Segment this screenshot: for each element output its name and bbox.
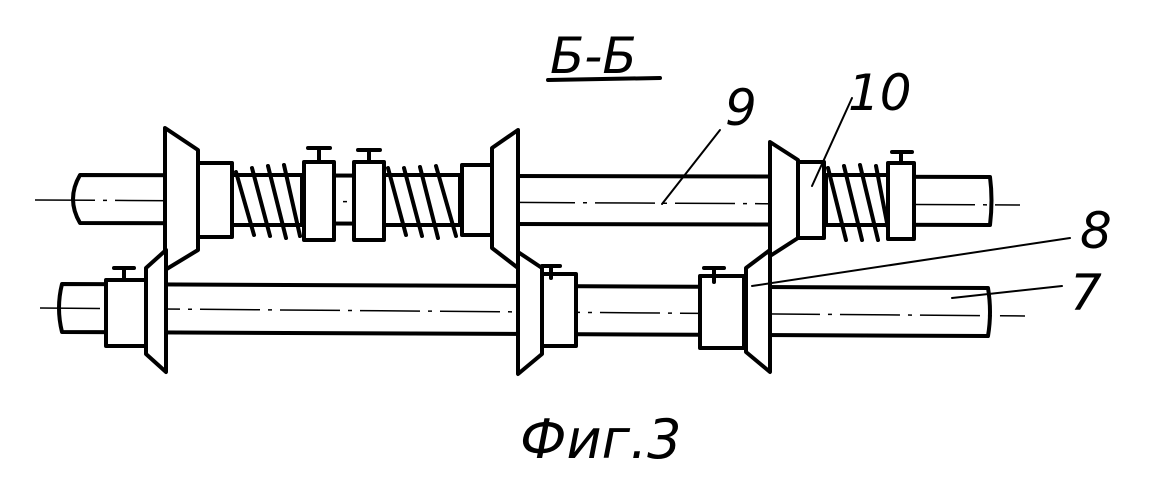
upper-shaft-assembly <box>34 126 1021 272</box>
label-10: 10 <box>848 64 912 122</box>
upper-cone-2 <box>490 128 520 270</box>
collar-3 <box>886 150 916 241</box>
hub-mid <box>460 163 494 237</box>
leader-7 <box>951 285 1063 299</box>
hub-right <box>794 160 826 240</box>
label-8: 8 <box>1080 202 1112 260</box>
upper-cone-3 <box>768 140 800 258</box>
spring-left-1 <box>230 163 304 240</box>
lower-shaft-assembly <box>39 248 1026 376</box>
upper-cone-1 <box>163 126 200 272</box>
leader-9 <box>661 129 721 205</box>
collar-1 <box>302 146 336 242</box>
label-9: 9 <box>725 79 757 137</box>
section-title-underline <box>546 76 662 82</box>
lower-collar-2 <box>538 264 578 348</box>
lower-cone-2 <box>516 250 544 376</box>
figure-caption: Фиг.3 <box>520 408 681 471</box>
lower-collar-3 <box>698 266 746 350</box>
lower-collar-1 <box>104 266 148 348</box>
leader-8 <box>751 237 1071 287</box>
spring-right <box>824 163 890 242</box>
spring-left-2 <box>382 164 462 240</box>
lower-cone-3 <box>744 248 772 374</box>
hub-left <box>194 161 234 239</box>
label-7: 7 <box>1070 264 1102 322</box>
section-title: Б-Б <box>550 27 637 85</box>
lower-cone-1 <box>144 248 168 374</box>
collar-2 <box>352 148 386 242</box>
leader-10 <box>811 97 853 187</box>
